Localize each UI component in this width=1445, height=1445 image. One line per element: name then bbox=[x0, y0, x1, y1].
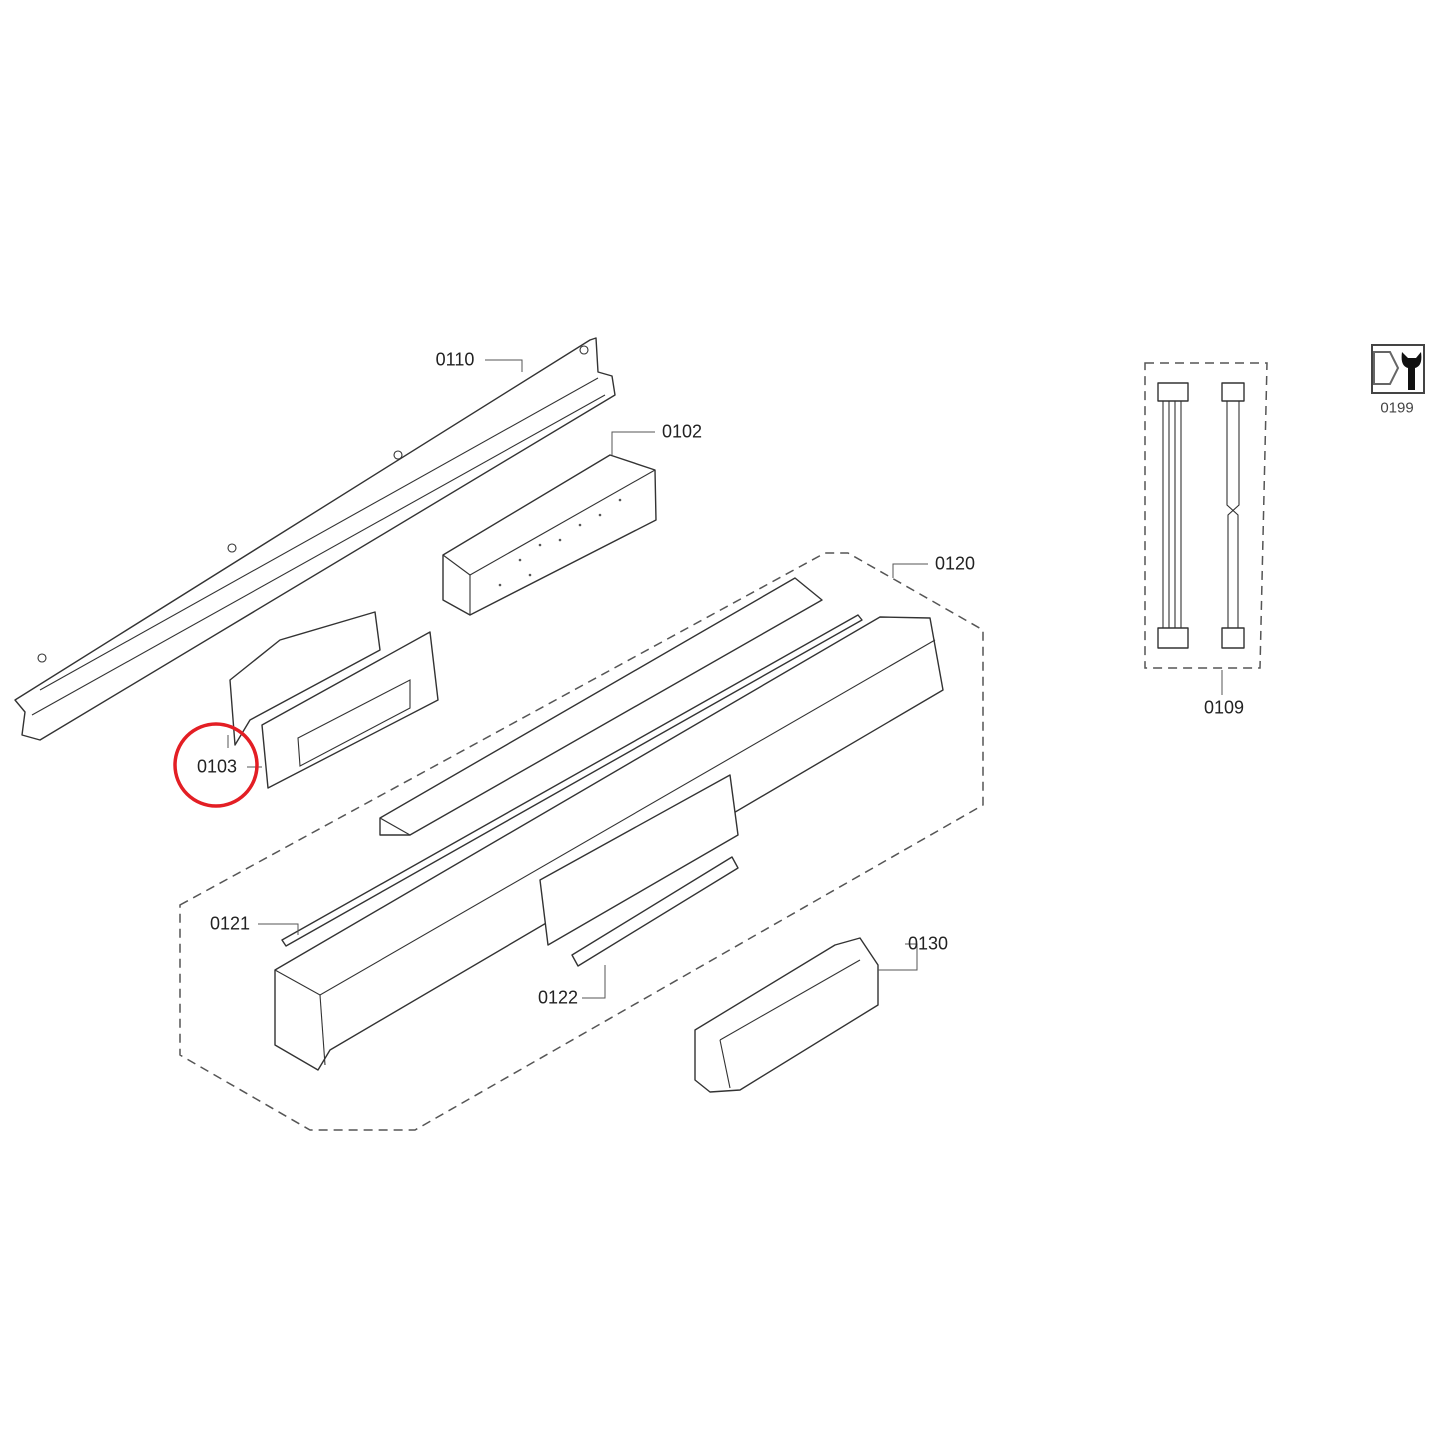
label-0121[interactable]: 0121 bbox=[209, 913, 251, 934]
part-0130-housing[interactable] bbox=[694, 937, 879, 1093]
highlight-circle-0103 bbox=[173, 722, 259, 808]
label-0199[interactable]: 0199 bbox=[1380, 399, 1414, 417]
part-0120-strip[interactable] bbox=[379, 577, 823, 836]
part-0110-rail[interactable] bbox=[14, 337, 616, 741]
label-0102[interactable]: 0102 bbox=[661, 421, 703, 442]
leader-lines bbox=[227, 359, 1223, 999]
part-0120-panel[interactable] bbox=[274, 616, 944, 1071]
label-0103[interactable]: 0103 bbox=[196, 756, 238, 777]
group-0109-outline bbox=[1144, 362, 1268, 669]
part-0109-cables[interactable] bbox=[1157, 382, 1245, 649]
part-0103-display[interactable] bbox=[229, 611, 439, 789]
label-0109[interactable]: 0109 bbox=[1203, 697, 1245, 718]
label-0110[interactable]: 0110 bbox=[435, 349, 475, 370]
label-0130[interactable]: 0130 bbox=[907, 933, 949, 954]
part-0102-control-module[interactable] bbox=[442, 454, 657, 616]
part-0121-seal[interactable] bbox=[281, 614, 863, 947]
label-0120[interactable]: 0120 bbox=[934, 553, 976, 574]
part-0122-strip[interactable] bbox=[571, 856, 739, 967]
nut-wrench-icon[interactable] bbox=[1371, 344, 1425, 394]
group-0120-outline bbox=[179, 552, 984, 1131]
label-0122[interactable]: 0122 bbox=[537, 987, 579, 1008]
